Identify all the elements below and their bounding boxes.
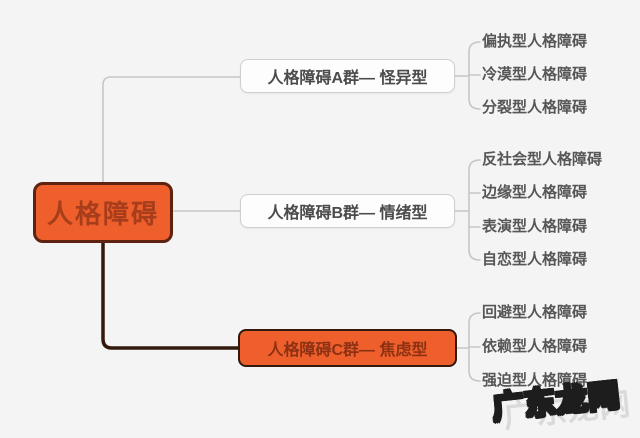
leaf-antisocial: 反社会型人格障碍: [482, 151, 603, 168]
leaf-paranoid: 偏执型人格障碍: [482, 33, 588, 50]
leaf-dependent: 依赖型人格障碍: [482, 338, 588, 355]
leaf-avoidant: 回避型人格障碍: [482, 304, 588, 321]
leaf-obsessive: 强迫型人格障碍: [482, 372, 588, 389]
root-node-personality-disorder: 人格障碍: [33, 182, 173, 243]
mindmap-canvas: 人格障碍 人格障碍A群— 怪异型 人格障碍B群— 情绪型 人格障碍C群— 焦虑型…: [33, 33, 633, 434]
connector-root-to-a: [102, 76, 241, 183]
connector-lines: [101, 41, 481, 382]
branch-node-group-b: 人格障碍B群— 情绪型: [240, 194, 455, 228]
leaf-schizoid: 冷漠型人格障碍: [482, 66, 588, 83]
leaf-narcissistic: 自恋型人格障碍: [482, 251, 588, 268]
leaf-histrionic: 表演型人格障碍: [482, 218, 588, 235]
leaf-borderline: 边缘型人格障碍: [482, 184, 588, 201]
bracket-b-spine: [468, 159, 481, 261]
branch-node-group-a: 人格障碍A群— 怪异型: [240, 59, 455, 93]
connector-root-to-c: [101, 241, 240, 350]
leaf-schizotypal: 分裂型人格障碍: [482, 99, 588, 116]
branch-node-group-c: 人格障碍C群— 焦虑型: [238, 329, 457, 367]
